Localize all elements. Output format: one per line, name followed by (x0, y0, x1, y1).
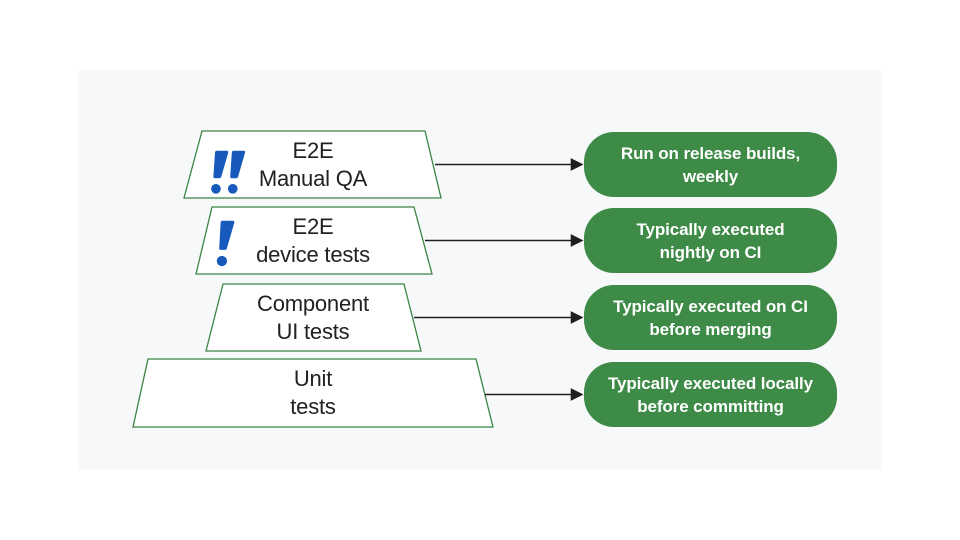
label-line: tests (290, 394, 336, 419)
trapezoid-component-ui-tests (205, 283, 422, 352)
note-pill-unit-tests: Typically executed locally before commit… (584, 362, 837, 427)
label-line: E2E (292, 213, 334, 239)
note-line: Typically executed locally (608, 373, 813, 393)
trapezoid-e2e-manual-qa (183, 130, 442, 199)
trapezoid-unit-tests (132, 358, 494, 428)
label-line: Manual QA (258, 165, 368, 191)
test-pyramid-diagram (132, 130, 584, 428)
note-line: weekly (682, 166, 739, 186)
single-exclamation-icon (216, 220, 235, 267)
note-line: Typically executed (636, 219, 785, 239)
label-component-ui-tests: Component UI tests (153, 284, 473, 351)
label-line: UI tests (276, 318, 350, 344)
diagram-panel: E2E Manual QA E2E device tests Component… (78, 70, 882, 470)
label-line: Unit (293, 366, 333, 391)
label-line: device tests (256, 241, 370, 267)
note-line: nightly on CI (659, 242, 762, 262)
note-line: Typically executed on CI (613, 296, 808, 316)
label-e2e-manual-qa: E2E Manual QA (153, 131, 473, 198)
label-unit-tests: Unit tests (153, 359, 473, 427)
label-e2e-device-tests: E2E device tests (153, 207, 473, 274)
note-line: before merging (649, 319, 772, 339)
note-pill-e2e-manual-qa: Run on release builds, weekly (584, 132, 837, 197)
note-line: Run on release builds, (620, 143, 801, 163)
label-line: Component (257, 290, 369, 316)
note-pill-component-ui-tests: Typically executed on CI before merging (584, 285, 837, 350)
note-line: before committing (637, 396, 784, 416)
trapezoid-e2e-device-tests (195, 206, 433, 275)
note-pill-e2e-device-tests: Typically executed nightly on CI (584, 208, 837, 273)
double-exclamation-icon (211, 150, 246, 194)
label-line: E2E (292, 137, 334, 163)
